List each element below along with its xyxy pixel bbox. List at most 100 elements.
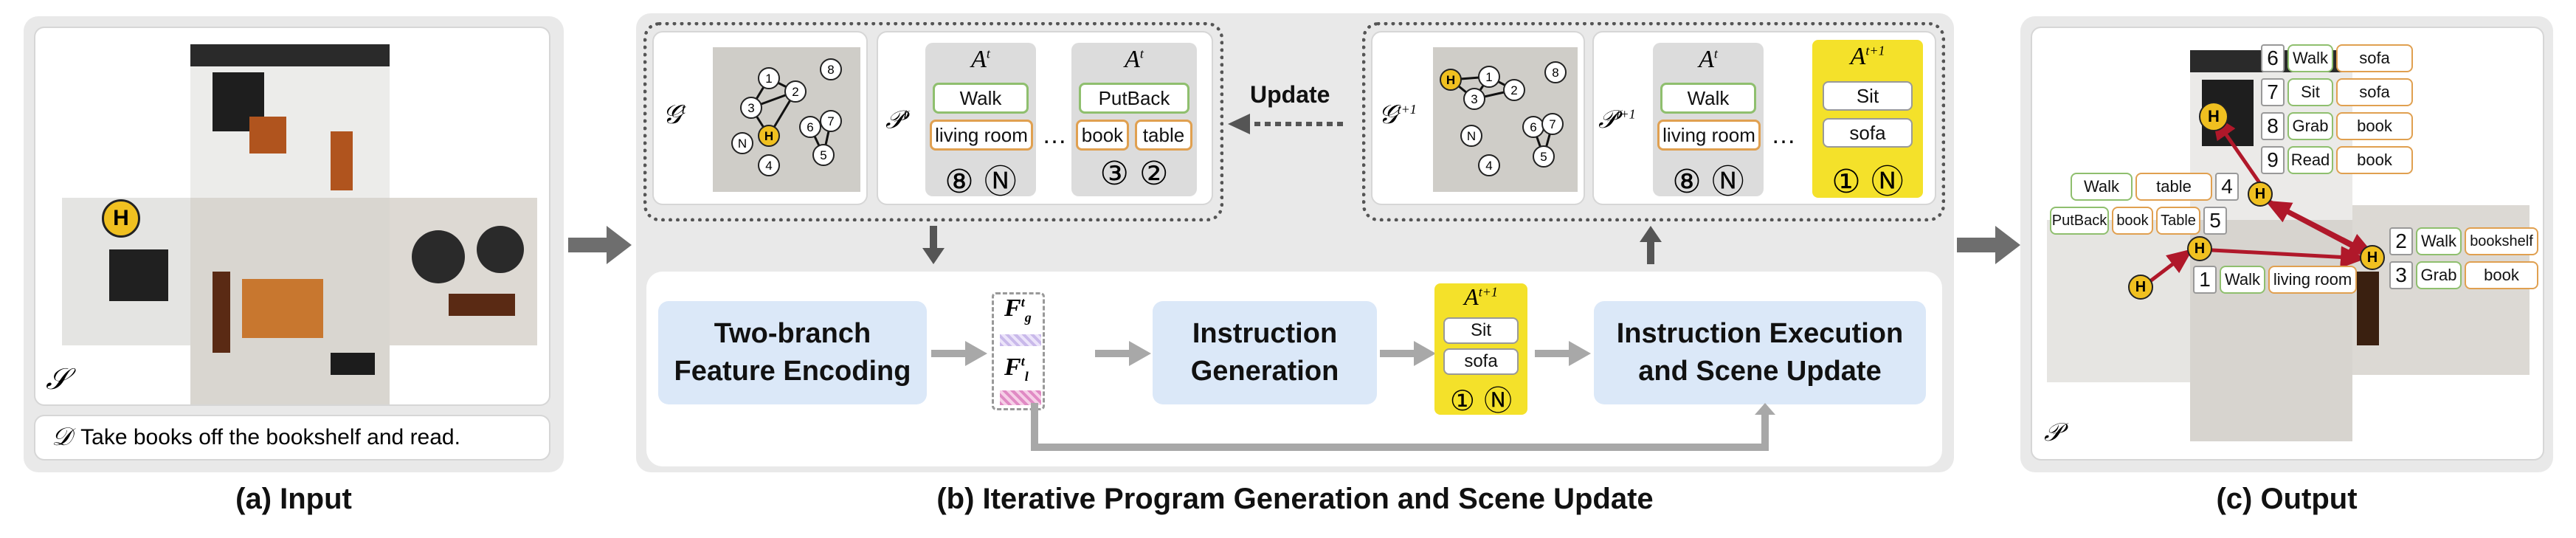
scene-graph-t-node-label-n: N [738,137,747,151]
output-marker-3: H [2360,245,2385,270]
step-7-number: 7 [2261,78,2285,106]
action-t-1-object: living room [930,120,1033,151]
step-9-number: 9 [2261,146,2285,174]
arrow-encode-to-feature [931,341,987,366]
arrow-down-left [922,226,945,264]
graph-t-symbol: 𝒢t [663,100,686,129]
action-t1-1-verb: Walk [1660,83,1756,114]
step-4-object: table [2135,173,2212,201]
step-2-number: 2 [2389,227,2413,255]
step-5-action: PutBack [2050,207,2109,235]
description-text: Take books off the bookshelf and read. [80,425,460,449]
description-symbol: 𝒟 [52,424,72,451]
update-label: Update [1250,81,1330,108]
scene-graph-t1-node-7 [1541,113,1564,135]
action-t-1-args: ⑧ Ⓝ [945,163,1017,201]
scene-graph-t1-node-label-3: 3 [1471,92,1477,106]
step-4-number: 4 [2215,173,2239,201]
scene-graph-t-node-label-7: 7 [827,114,834,128]
feature-global-bar [1000,334,1041,346]
caption-iterative: (b) Iterative Program Generation and Sce… [936,483,1654,515]
step-1-object: living room [2268,266,2357,294]
program-t-frame: 𝒫t At Walk living room ⑧ Ⓝ … At PutBack … [877,31,1213,205]
output-marker-5: H [2199,102,2228,131]
action-t1-new: At+1 Sit sofa ① Ⓝ [1812,40,1923,201]
output-frame: H H H H H 6 Walk sofa 7 Sit sofa 8 Grab … [2031,27,2544,461]
action-t-2-object-1: book [1076,120,1129,151]
output-marker-4: H [2248,182,2273,207]
step-7-action: Sit [2287,78,2333,106]
step-5-number: 5 [2203,207,2227,235]
step-9-object: book [2336,146,2413,174]
scene-graph-t1-node-2 [1503,79,1525,101]
scene-graph-t1-node-1 [1478,66,1500,88]
action-t1-new-object: sofa [1823,118,1913,148]
scene-graph-t1-node-label-4: 4 [1485,159,1492,173]
ellipsis-t1: … [1771,121,1796,149]
scene-graph-t1-node-label-7: 7 [1549,117,1555,131]
step-2-action: Walk [2416,227,2462,255]
action-t1-new-title: At+1 [1850,43,1885,70]
scene-graph-t-node-1 [758,67,780,89]
action-t-2-args: ③ ② [1099,155,1169,193]
description-box: 𝒟 Take books off the bookshelf and read. [34,415,550,461]
scene-graph-t1-node-4 [1478,154,1500,176]
action-t1-1: At Walk living room ⑧ Ⓝ [1653,43,1764,201]
ellipsis-t: … [1042,121,1067,149]
step-7-object: sofa [2336,78,2413,106]
feature-global-label: Ftg [1004,294,1032,325]
step-8-number: 8 [2261,112,2285,140]
step-1-action: Walk [2220,266,2265,294]
scene-graph-t1-node-label-6: 6 [1530,120,1536,134]
instruction-execution-box: Instruction Execution and Scene Update [1594,301,1926,404]
scene-graph-t1-node-h [1440,69,1462,91]
arrow-feature-to-gen [1095,341,1151,366]
instruction-generation-box: Instruction Generation [1153,301,1377,404]
step-8-object: book [2336,112,2413,140]
graph-t1-symbol: 𝒢t+1 [1378,100,1417,129]
action-t-2-verb: PutBack [1079,83,1189,114]
scene-graph-t1-node-5 [1533,145,1555,168]
generated-action-title: At+1 [1464,283,1498,310]
scene-graph-t-node-label-6: 6 [807,120,813,134]
scene-graph-t-node-3 [740,97,762,119]
scene-graph-t-node-label-4: 4 [765,159,772,173]
step-6-object: sofa [2336,44,2413,72]
feedback-arrow [1031,403,1775,451]
step-5-object: book [2112,207,2153,235]
scene-graph-t-node-8 [820,58,842,80]
state-t1-box [1362,22,1945,221]
generated-action-args: ① Ⓝ [1449,384,1513,417]
action-t-1-title: At [971,46,990,73]
output-path [2140,113,2375,289]
house-marker: H [102,199,140,238]
program-t-symbol: 𝒫t [885,106,908,134]
step-3-action: Grab [2416,261,2462,289]
arrow-up-right [1640,226,1662,264]
feature-box: Ftg Ftl [992,292,1045,410]
step-8-action: Grab [2287,112,2333,140]
scene-graph-t1-node-3 [1463,88,1485,110]
two-branch-encoding-box: Two-branch Feature Encoding [658,301,927,404]
output-marker-1: H [2128,275,2153,300]
scene-graph-t1-node-label-h: H [1446,73,1455,87]
step-3-number: 3 [2389,261,2413,289]
scene-image-frame: H 𝒮 [34,27,550,406]
arrow-iter-to-output [1957,226,2020,264]
scene-graph-t-node-7 [820,110,842,132]
scene-graph-t1-node-label-2: 2 [1510,83,1517,97]
action-t-2-title: At [1125,46,1144,73]
step-6-action: Walk [2287,44,2333,72]
caption-output: (c) Output [2216,483,2358,515]
state-t-box [643,22,1223,221]
scene-graph-t-node-n [731,132,753,154]
scene-graph-t1-node-label-n: N [1467,129,1476,143]
scene-graph-t-node-6 [799,116,821,138]
step-3-object: book [2465,261,2538,289]
step-1-number: 1 [2193,266,2217,294]
scene-graph-t-node-label-3: 3 [747,101,754,115]
generated-action: At+1 Sit sofa ① Ⓝ [1434,283,1527,417]
